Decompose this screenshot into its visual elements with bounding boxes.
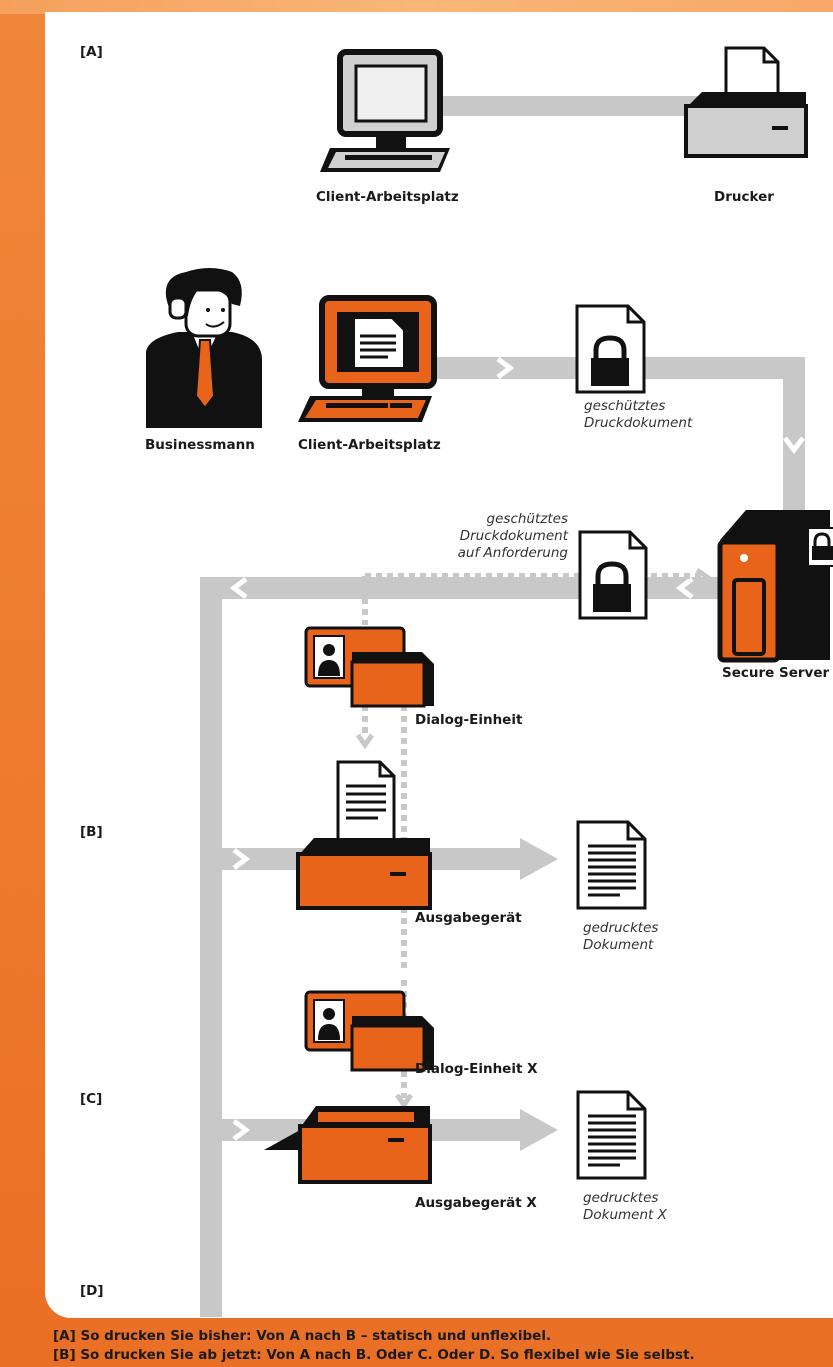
flow-chevrons [229, 357, 805, 1141]
printer-icon-a [684, 46, 808, 158]
server-label: Secure Server [722, 665, 830, 681]
section-c-label: [C] [80, 1091, 103, 1107]
client-b-label: Client-Arbeitsplatz [298, 437, 441, 453]
flow-lines [200, 357, 822, 1318]
printed-doc-x-caption: gedrucktes Dokument X [583, 1190, 667, 1223]
dotted-arrowheads [355, 567, 712, 1110]
client-a-label: Client-Arbeitsplatz [316, 189, 459, 205]
section-d-label: [D] [80, 1283, 104, 1299]
dialog-label: Dialog-Einheit [415, 712, 523, 728]
connector-line-a [440, 96, 700, 116]
protected-doc-caption-2: geschütztes Druckdokument auf Anforderun… [457, 511, 568, 561]
printer-icon-b [296, 760, 432, 910]
server-icon [717, 510, 833, 663]
document-lock-icon-1 [575, 304, 646, 394]
footer-note-b: [B] So drucken Sie ab jetzt: Von A nach … [53, 1347, 695, 1363]
printer-icon-x [264, 1106, 432, 1184]
businessman-label: Businessmann [145, 437, 255, 453]
document-icon-1 [576, 820, 647, 910]
computer-icon-b [298, 295, 437, 422]
output-label: Ausgabegerät [415, 910, 522, 926]
printed-doc-caption: gedrucktes Dokument [583, 920, 659, 953]
id-card-icon-1: ID [304, 626, 434, 708]
dialog-x-label: Dialog-Einheit X [415, 1061, 538, 1077]
businessman-icon [146, 268, 262, 428]
protected-doc-caption-1: geschütztes Druckdokument [584, 398, 693, 431]
document-icon-2 [576, 1090, 647, 1180]
top-band [0, 0, 833, 14]
computer-icon-a [320, 49, 450, 172]
diagram-panel [45, 12, 833, 1318]
footer-note-a: [A] So drucken Sie bisher: Von A nach B … [53, 1328, 552, 1344]
document-lock-icon-2 [578, 530, 648, 620]
id-card-icon-x: ID [304, 990, 434, 1072]
section-a-label: [A] [80, 44, 103, 60]
output-x-label: Ausgabegerät X [415, 1195, 537, 1211]
section-b-label: [B] [80, 824, 103, 840]
printer-a-label: Drucker [714, 189, 774, 205]
